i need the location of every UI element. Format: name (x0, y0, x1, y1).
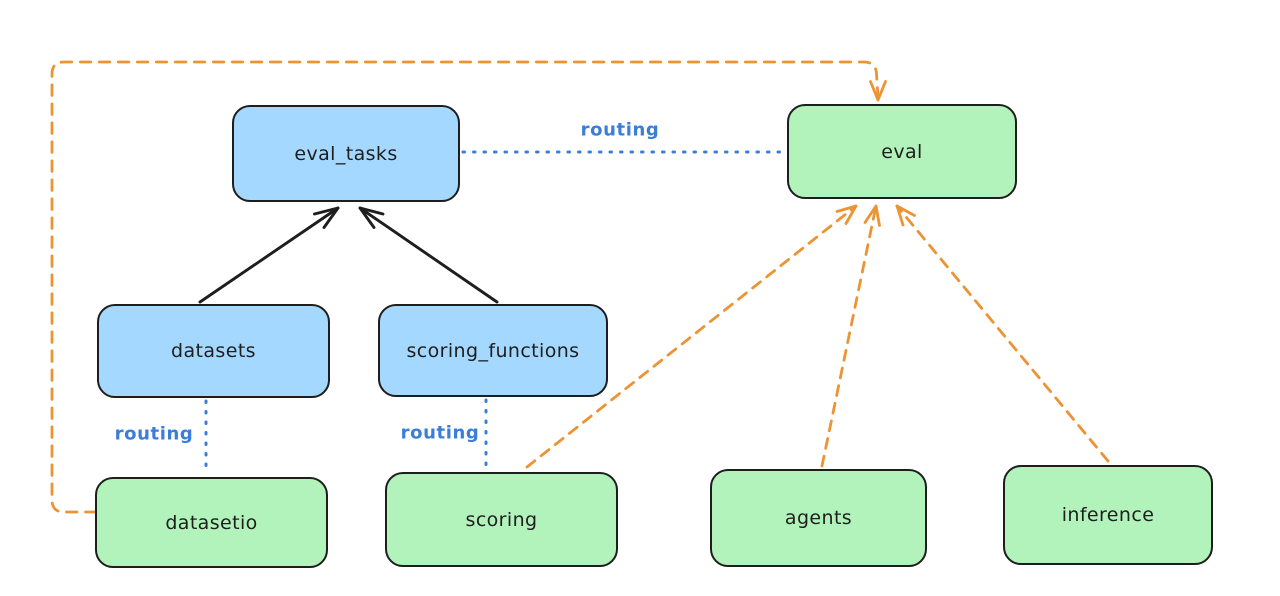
node-scoring-label: scoring (465, 508, 538, 531)
node-eval-tasks-label: eval_tasks (294, 142, 398, 165)
node-agents[interactable]: agents (710, 469, 927, 567)
node-datasets[interactable]: datasets (97, 304, 330, 398)
routing-label-eval: routing (580, 119, 660, 141)
routing-label-datasetio: routing (114, 423, 194, 445)
edge-scoring_functions-to-eval_tasks (358, 206, 499, 304)
node-agents-label: agents (784, 507, 853, 529)
node-scoring-functions[interactable]: scoring_functions (378, 304, 608, 397)
edge-scoring-to-eval (525, 204, 858, 469)
node-datasets-label: datasets (171, 340, 256, 362)
node-scoring[interactable]: scoring (385, 472, 618, 567)
edge-datasets-to-eval_tasks (198, 206, 340, 304)
node-eval-label: eval (881, 140, 923, 163)
node-scoring-functions-label: scoring_functions (406, 339, 580, 362)
edge-agents-to-eval (820, 204, 881, 468)
edge-inference-to-eval (895, 204, 1110, 463)
node-eval-tasks[interactable]: eval_tasks (232, 105, 460, 202)
node-eval[interactable]: eval (787, 104, 1017, 199)
node-datasetio-label: datasetio (165, 511, 258, 534)
node-inference-label: inference (1061, 504, 1155, 526)
routing-label-scoring: routing (400, 422, 480, 444)
edge-datasetio-to-eval (50, 60, 887, 514)
node-datasetio[interactable]: datasetio (95, 477, 328, 568)
node-inference[interactable]: inference (1003, 465, 1213, 565)
